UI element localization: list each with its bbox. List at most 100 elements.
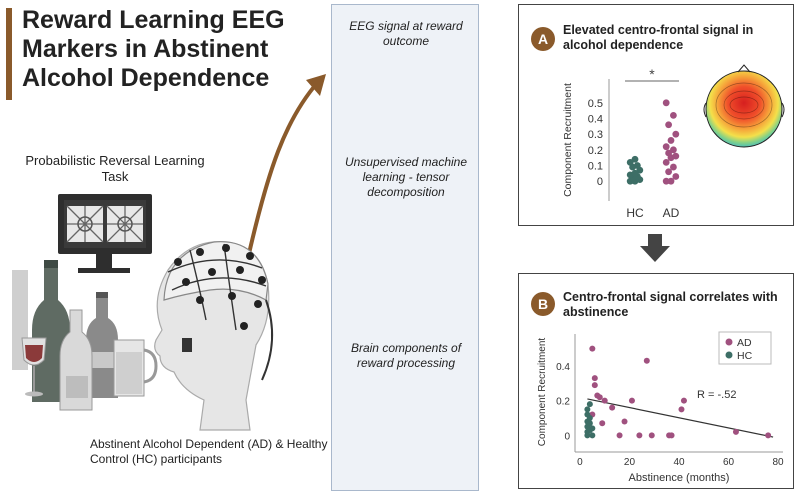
data-point-ad [636, 432, 643, 439]
tick-label-b-x: 20 [624, 457, 636, 468]
data-point-ad [589, 345, 596, 352]
topoplot-ear [703, 102, 707, 118]
data-point-ad [678, 406, 685, 413]
tick-label-a-y: 0.2 [588, 145, 603, 157]
eeg-cap-icon [154, 240, 274, 431]
data-point-ad [670, 111, 677, 119]
data-point-ad [596, 394, 603, 401]
tick-label-b-x: 0 [577, 457, 583, 468]
data-point-ad [765, 432, 772, 439]
data-point-hc [631, 155, 639, 163]
topoplot-contour [723, 90, 765, 120]
tick-label-a-y: 0.5 [588, 98, 603, 110]
data-point-ad [670, 146, 677, 154]
data-point-ad [662, 177, 670, 185]
tick-label-b-y: 0.2 [556, 397, 570, 408]
panel-b-title: Centro-frontal signal correlates with ab… [563, 290, 778, 319]
data-point-hc [586, 401, 593, 408]
significance-star: * [649, 66, 655, 82]
down-arrow-3 [640, 234, 670, 262]
data-point-hc [631, 169, 639, 177]
data-point-hc [586, 420, 593, 427]
data-point-ad [665, 149, 672, 157]
data-point-ad [662, 143, 670, 151]
data-point-hc [584, 406, 591, 413]
tick-label-a-y: 0.1 [588, 161, 603, 173]
flow-arrow [246, 80, 320, 259]
topoplot-nose [737, 64, 751, 73]
data-point-ad [665, 168, 672, 176]
trend-line [587, 398, 774, 438]
topoplot [703, 64, 785, 148]
legend-label-hc: HC [737, 350, 753, 362]
data-point-ad [601, 397, 608, 404]
tick-label-b-x: 80 [772, 457, 784, 468]
data-point-ad [665, 121, 672, 129]
data-point-ad [672, 152, 680, 160]
data-point-ad [662, 158, 670, 166]
tick-label-a-y: 0.3 [588, 129, 603, 141]
tick-label-b-x: 60 [723, 457, 735, 468]
axis-label-b-x: Abstinence (months) [629, 472, 730, 484]
flow-arrow-head [306, 74, 326, 96]
page-title: Reward Learning EEG Markers in Abstinent… [22, 6, 285, 92]
data-point-ad [643, 357, 650, 364]
axis-label-a-y: Component Recruitment [562, 83, 574, 197]
data-point-ad [628, 397, 635, 404]
bottle-icon [12, 260, 158, 411]
data-point-hc [586, 415, 593, 421]
topoplot-head [705, 70, 783, 148]
pipeline-step-3: Brain components of reward processing [350, 341, 462, 370]
data-point-ad [591, 382, 598, 389]
data-point-ad [672, 130, 680, 138]
legend-label-ad: AD [737, 337, 752, 349]
correlation-label: R = -.52 [697, 389, 736, 401]
panel-a-badge: A [531, 27, 555, 51]
topoplot-contour [729, 96, 759, 114]
data-point-ad [648, 432, 655, 439]
legend-box [718, 331, 772, 365]
data-point-ad [672, 173, 680, 180]
data-point-ad [668, 432, 675, 439]
data-point-ad [609, 404, 616, 411]
panel-a-title: Elevated centro-frontal signal in alcoho… [563, 23, 754, 52]
pipeline-step-2: Unsupervised machine learning - tensor d… [344, 155, 468, 199]
data-point-ad [732, 428, 739, 435]
legend-marker-ad [725, 338, 733, 346]
tick-label-b-x: 40 [673, 457, 685, 468]
data-point-ad [616, 432, 623, 439]
topoplot-ear [781, 102, 785, 118]
data-point-hc [589, 425, 596, 432]
data-point-ad [670, 163, 677, 171]
tick-label-a-y: 0 [597, 176, 603, 188]
tick-label-b-y: 0 [564, 431, 570, 442]
data-point-ad [667, 137, 675, 144]
data-point-ad [621, 418, 628, 425]
data-point-hc [589, 432, 596, 439]
title-accent-bar [6, 8, 12, 100]
data-point-ad [680, 397, 687, 404]
data-point-ad [662, 99, 670, 107]
data-point-ad [591, 375, 598, 382]
data-point-hc [634, 162, 641, 169]
data-point-ad [599, 420, 606, 427]
pipeline-panel: EEG signal at reward outcome Unsupervise… [331, 4, 479, 491]
data-point-ad [667, 177, 675, 185]
pipeline-step-1: EEG signal at reward outcome [349, 19, 463, 48]
panel-b-badge: B [531, 292, 555, 316]
tick-label-a-x: HC [626, 206, 644, 220]
legend-marker-hc [725, 351, 733, 359]
tick-label-b-y: 0.4 [556, 362, 570, 373]
task-label: Probabilistic Reversal Learning Task [25, 153, 205, 184]
monitor-icon [58, 194, 152, 273]
topoplot-contour [715, 82, 773, 128]
tick-label-a-x: AD [663, 206, 680, 220]
tick-label-a-y: 0.4 [588, 114, 603, 126]
participants-label: Abstinent Alcohol Dependent (AD) & Healt… [90, 437, 328, 466]
data-point-hc [626, 158, 634, 166]
